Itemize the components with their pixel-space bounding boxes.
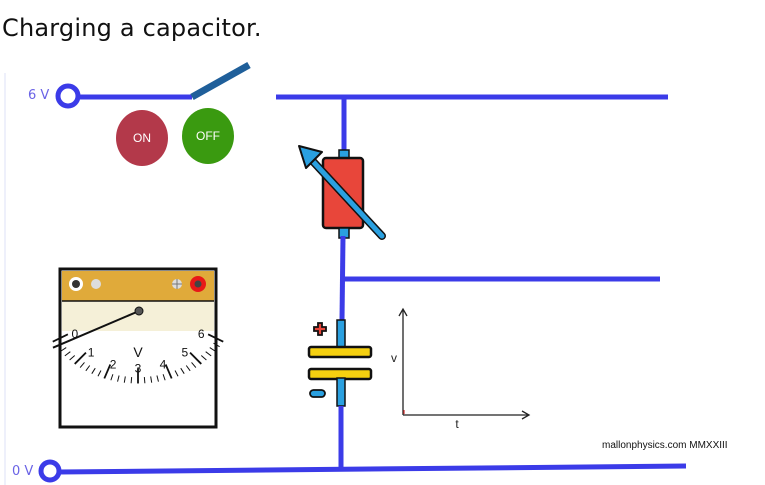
terminal-label-6v: 6 V (28, 88, 50, 103)
meter-major-tick (189, 351, 202, 365)
meter-scale-label: 4 (160, 357, 167, 371)
meter-needle (52, 310, 140, 349)
meter-scale-label: 5 (182, 345, 189, 359)
meter-minor-tick (209, 347, 216, 352)
voltmeter: 01 2 3 4 56 V (52, 267, 224, 429)
meter-minor-tick (213, 342, 220, 348)
credit-text: mallonphysics.com MMXXIII (602, 440, 728, 451)
plus-icon (313, 322, 327, 336)
voltage-time-graph: v t (391, 307, 531, 431)
meter-minor-tick (110, 374, 114, 381)
switch-arm[interactable] (190, 61, 251, 101)
meter-major-tick (103, 364, 112, 379)
meter-minor-tick (130, 376, 133, 384)
meter-unit-label: V (133, 344, 143, 360)
on-button[interactable]: ON (116, 110, 168, 166)
wire-bottom-rail (58, 463, 687, 475)
terminal-6v[interactable] (55, 83, 81, 109)
meter-minor-tick (200, 355, 207, 361)
meter-scale-label: 6 (198, 327, 205, 341)
meter-minor-tick (79, 362, 85, 368)
meter-minor-tick (205, 351, 212, 357)
terminal-0v[interactable] (38, 459, 62, 483)
meter-major-tick (207, 333, 224, 343)
meter-major-tick (74, 351, 87, 365)
meter-scale-label: 1 (88, 345, 95, 359)
meter-minor-tick (117, 375, 120, 382)
meter-minor-tick (85, 365, 91, 372)
meter-minor-tick (150, 376, 153, 383)
terminal-label-0v: 0 V (12, 464, 34, 479)
meter-minor-tick (191, 362, 197, 368)
graph-x-label: t (455, 417, 459, 431)
meter-minor-tick (180, 367, 185, 374)
meter-minor-tick (162, 374, 166, 381)
meter-scale: 01 2 3 4 56 (52, 327, 224, 384)
meter-scale-label: 2 (110, 357, 117, 371)
meter-minor-tick (185, 365, 191, 372)
meter-major-tick (52, 333, 69, 343)
page-title: Charging a capacitor. (2, 14, 262, 42)
meter-minor-tick (156, 375, 159, 382)
meter-scale-label: 3 (135, 361, 142, 375)
meter-minor-tick (60, 347, 67, 352)
meter-scale-label: 0 (71, 327, 78, 341)
meter-major-tick (164, 364, 173, 379)
meter-minor-tick (174, 370, 179, 377)
meter-minor-tick (123, 376, 126, 383)
meter-minor-tick (69, 355, 76, 361)
meter-minor-tick (97, 370, 102, 377)
left-frame-divider (4, 73, 6, 485)
meter-minor-tick (64, 351, 71, 357)
capacitor (307, 319, 373, 407)
minus-icon (309, 389, 326, 398)
meter-minor-tick (91, 367, 96, 374)
off-button[interactable]: OFF (182, 108, 234, 164)
meter-minor-tick (143, 376, 146, 384)
graph-y-label: v (391, 351, 397, 365)
variable-arrow-icon[interactable] (298, 145, 386, 240)
